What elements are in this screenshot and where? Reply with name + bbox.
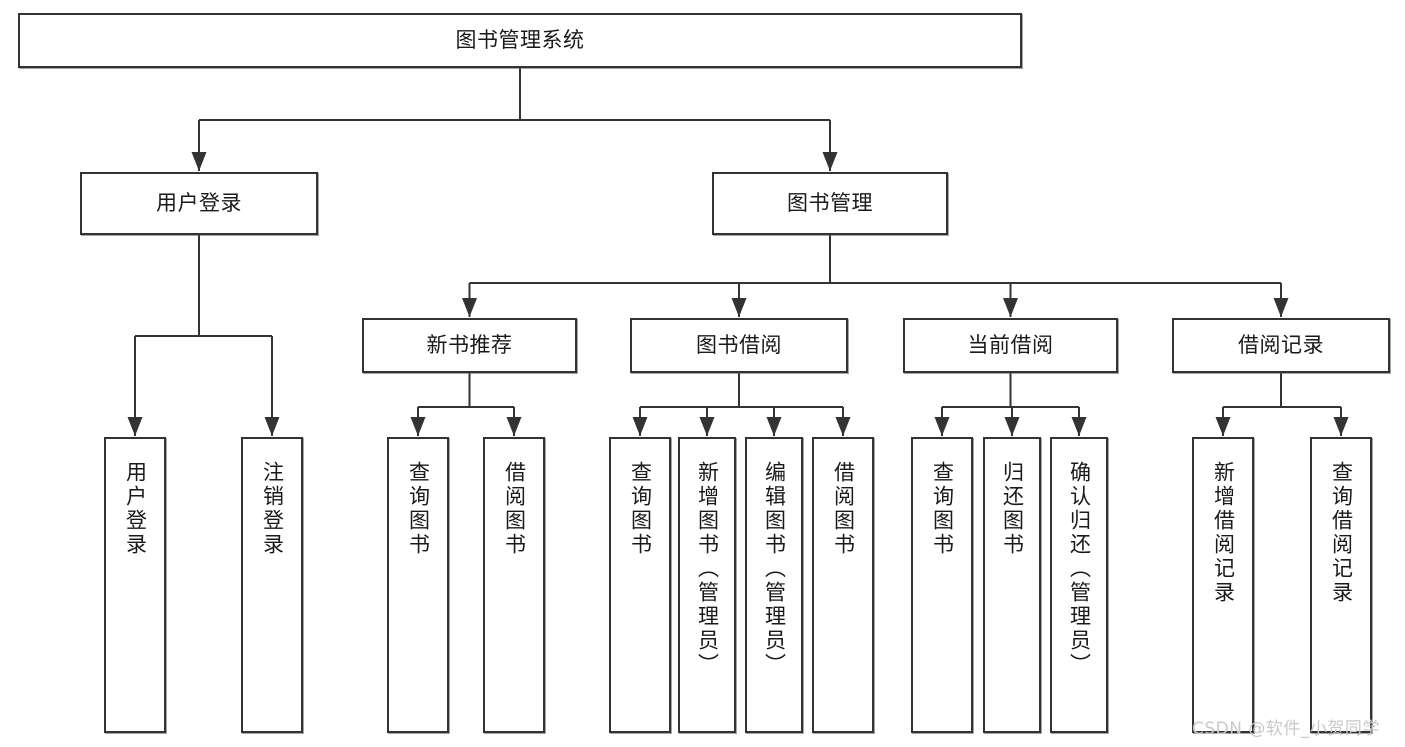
leaf-query-borrowing-record[interactable]: 查询借阅记录 [1310, 437, 1372, 733]
node-borrowing-record-label: 借阅记录 [1238, 333, 1324, 358]
node-current-borrowing-label: 当前借阅 [967, 333, 1054, 358]
leaf-user-login-label: 用户登录 [123, 461, 148, 557]
node-current-borrowing[interactable]: 当前借阅 [903, 318, 1118, 373]
leaf-return-book-label: 归还图书 [1000, 461, 1025, 557]
node-book-borrowing[interactable]: 图书借阅 [630, 318, 848, 373]
leaf-return-book[interactable]: 归还图书 [983, 437, 1041, 733]
node-borrowing-record[interactable]: 借阅记录 [1172, 318, 1390, 373]
leaf-confirm-return-admin[interactable]: 确认归还（管理员） [1050, 437, 1108, 733]
leaf-query-borrowing-record-label: 查询借阅记录 [1329, 461, 1354, 605]
leaf-query-book-recommendation[interactable]: 查询图书 [387, 437, 449, 733]
node-root-label: 图书管理系统 [455, 28, 585, 53]
node-book-management[interactable]: 图书管理 [712, 172, 948, 235]
leaf-edit-book-admin[interactable]: 编辑图书（管理员） [745, 437, 803, 733]
node-new-book-recommendation-label: 新书推荐 [426, 333, 513, 358]
node-user-login-label: 用户登录 [156, 191, 242, 216]
leaf-confirm-return-admin-label: 确认归还（管理员） [1067, 461, 1092, 677]
leaf-query-book-current-label: 查询图书 [930, 461, 955, 557]
leaf-query-book-borrowing-label: 查询图书 [628, 461, 653, 557]
leaf-add-book-admin[interactable]: 新增图书（管理员） [678, 437, 736, 733]
node-new-book-recommendation[interactable]: 新书推荐 [362, 318, 577, 373]
leaf-borrow-book-borrowing[interactable]: 借阅图书 [812, 437, 874, 733]
node-book-borrowing-label: 图书借阅 [696, 333, 782, 358]
leaf-add-borrowing-record[interactable]: 新增借阅记录 [1192, 437, 1254, 733]
leaf-query-book-recommendation-label: 查询图书 [406, 461, 431, 557]
leaf-borrow-book-recommendation-label: 借阅图书 [502, 461, 527, 557]
leaf-add-book-admin-label: 新增图书（管理员） [695, 461, 720, 677]
leaf-user-logout-label: 注销登录 [260, 461, 285, 557]
leaf-borrow-book-borrowing-label: 借阅图书 [831, 461, 856, 557]
node-book-management-label: 图书管理 [787, 191, 873, 216]
node-root[interactable]: 图书管理系统 [18, 13, 1022, 68]
leaf-add-borrowing-record-label: 新增借阅记录 [1211, 461, 1236, 605]
leaf-borrow-book-recommendation[interactable]: 借阅图书 [483, 437, 545, 733]
leaf-query-book-current[interactable]: 查询图书 [911, 437, 973, 733]
leaf-user-login[interactable]: 用户登录 [104, 437, 166, 733]
leaf-query-book-borrowing[interactable]: 查询图书 [609, 437, 671, 733]
node-user-login[interactable]: 用户登录 [80, 172, 318, 235]
leaf-edit-book-admin-label: 编辑图书（管理员） [762, 461, 787, 677]
leaf-user-logout[interactable]: 注销登录 [241, 437, 303, 733]
